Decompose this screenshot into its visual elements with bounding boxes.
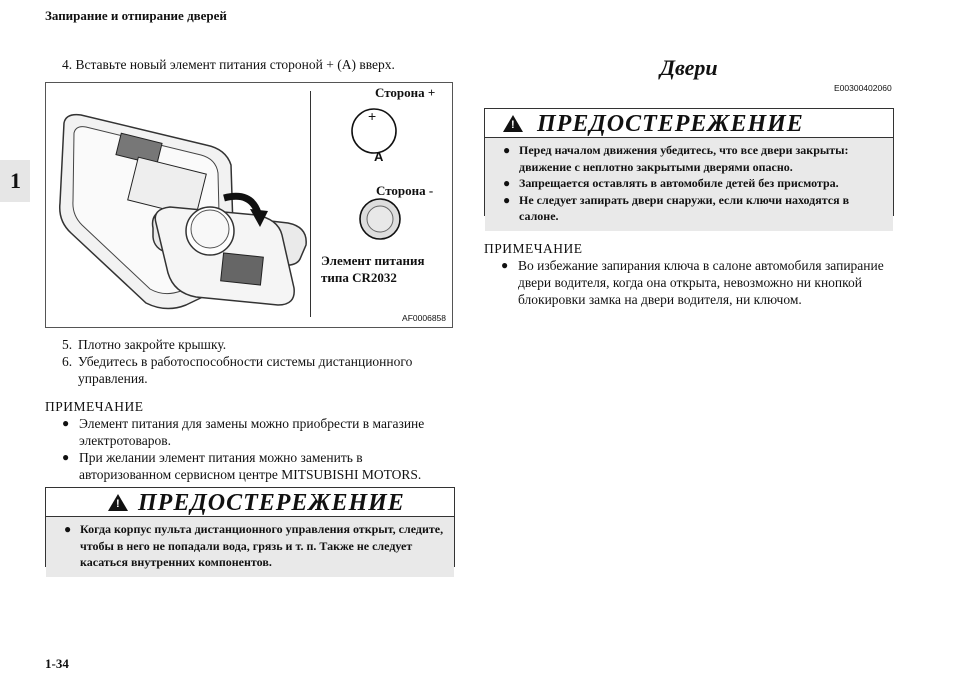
warning-title: ПРЕДОСТЕРЕЖЕНИЕ — [138, 490, 405, 516]
remote-illustration — [58, 113, 307, 310]
warning-item: Не следует запирать двери снаружи, если … — [503, 192, 885, 225]
label-battery-type-1: Элемент питания — [321, 253, 425, 268]
warning-title-bar: ПРЕДОСТЕРЕЖЕНИЕ — [46, 488, 454, 517]
label-side-minus: Сторона - — [376, 183, 434, 198]
warning-title-bar: ПРЕДОСТЕРЕЖЕНИЕ — [485, 109, 893, 138]
step-6: 6.Убедитесь в работоспособности системы … — [62, 354, 413, 369]
warning-body: Перед началом движения убедитесь, что вс… — [485, 138, 893, 231]
running-header: Запирание и отпирание дверей — [45, 8, 227, 23]
note-heading: ПРИМЕЧАНИЕ — [45, 399, 144, 414]
remote-body-illustration — [151, 206, 307, 306]
steps-list: 5.Плотно закройте крышку. 6.Убедитесь в … — [62, 336, 452, 387]
svg-text:+: + — [368, 108, 376, 124]
chapter-tab: 1 — [0, 160, 30, 202]
note-doors: ПРИМЕЧАНИЕ Во избежание запирания ключа … — [484, 240, 899, 308]
section-title: Двери — [660, 55, 718, 80]
warning-item: Перед началом движения убедитесь, что вс… — [503, 142, 885, 175]
note-item: Элемент питания для замены можно приобре… — [62, 415, 455, 449]
step-5: 5.Плотно закройте крышку. — [62, 337, 227, 352]
step-4: 4. Вставьте новый элемент питания сторон… — [62, 57, 395, 72]
arrow-icon — [223, 192, 262, 215]
note-battery: ПРИМЕЧАНИЕ Элемент питания для замены мо… — [45, 398, 455, 483]
section-code: E00300402060 — [834, 83, 892, 93]
warning-triangle-icon — [503, 115, 523, 132]
warning-box-remote: ПРЕДОСТЕРЕЖЕНИЕ Когда корпус пульта дист… — [45, 487, 455, 577]
page-number: 1-34 — [45, 656, 69, 671]
chapter-number: 1 — [10, 168, 21, 193]
figure-divider — [310, 91, 311, 317]
warning-box-doors: ПРЕДОСТЕРЕЖЕНИЕ Перед началом движения у… — [484, 108, 894, 231]
warning-body: Когда корпус пульта дистанционного управ… — [46, 517, 454, 577]
figure-code: AF0006858 — [402, 313, 446, 323]
warning-item: Запрещается оставлять в автомобиле детей… — [503, 175, 885, 192]
note-item: При желании элемент питания можно замени… — [62, 449, 455, 483]
label-a: A — [374, 149, 384, 164]
battery-minus-side-icon — [359, 198, 401, 240]
battery-figure: Сторона + + A Сторона - Элемент питания … — [45, 82, 453, 328]
label-side-plus: Сторона + — [375, 85, 436, 100]
warning-triangle-icon — [108, 494, 128, 511]
battery-plus-side-icon: + — [351, 108, 397, 154]
warning-title: ПРЕДОСТЕРЕЖЕНИЕ — [537, 111, 804, 137]
label-battery-type-2: типа CR2032 — [321, 270, 397, 285]
note-item: Во избежание запирания ключа в салоне ав… — [501, 257, 899, 308]
step-6-cont: управления. — [78, 371, 148, 386]
warning-item: Когда корпус пульта дистанционного управ… — [64, 521, 446, 571]
note-heading: ПРИМЕЧАНИЕ — [484, 241, 583, 256]
